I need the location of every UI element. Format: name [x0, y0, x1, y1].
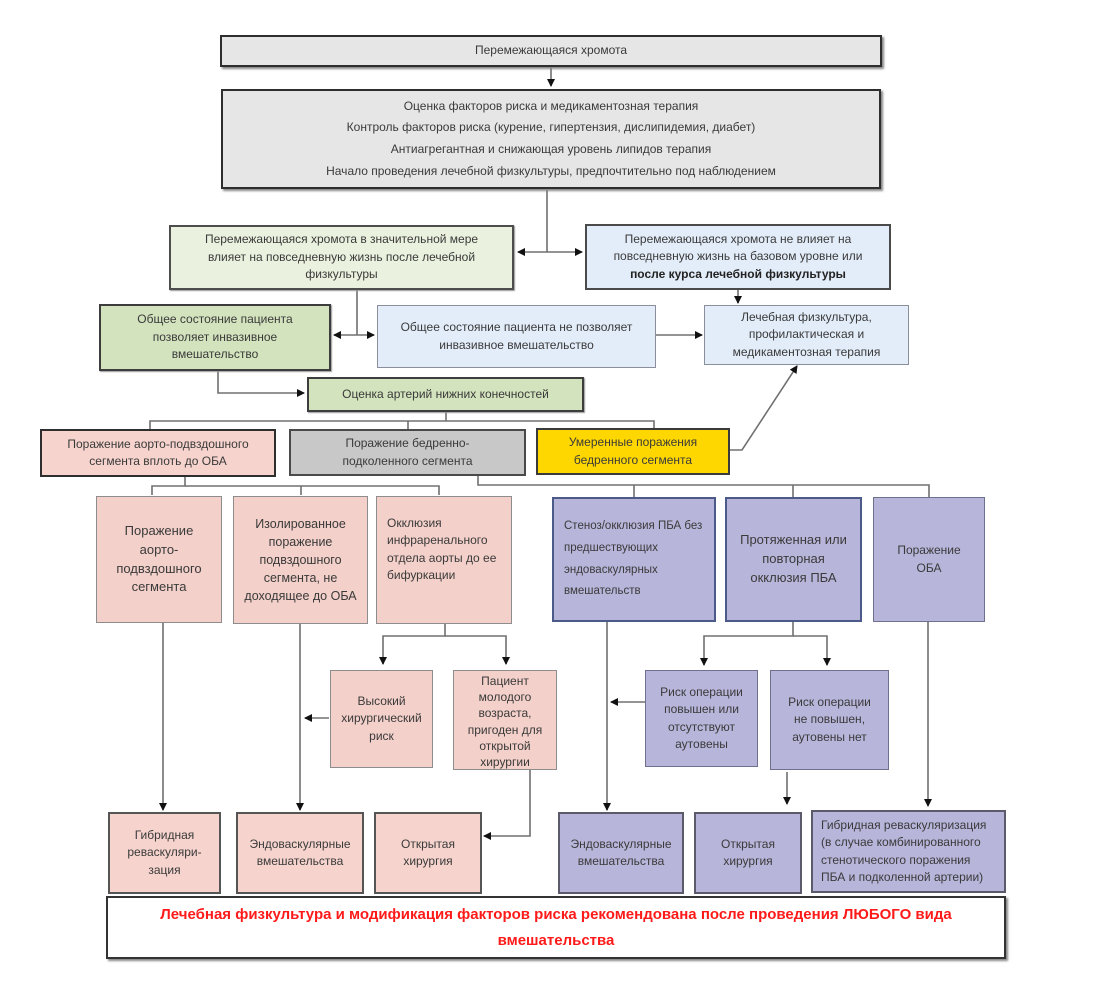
sfa-long-occlusion-box: Протяженная или повторная окклюзия ПБА [725, 497, 862, 622]
assessment-line-2: Контроль факторов риска (курение, гиперт… [346, 120, 756, 135]
femoropopliteal-segment-box: Поражение бедренно-подколенного сегмента [289, 429, 526, 476]
artery-assessment-label: Оценка артерий нижних конечностей [342, 386, 549, 401]
outcome-open-right-box: Открытая хирургия [694, 812, 802, 894]
arrow-moderate-to-conservative [730, 365, 798, 451]
risk-not-high-box: Риск операции не повышен, аутовены нет [770, 670, 889, 770]
sfa-stenosis-box: Стеноз/окклюзия ПБА без предшествующих э… [552, 497, 716, 622]
outcome-endovascular-right-label: Эндоваскулярные вмешательства [570, 836, 672, 868]
risk-high-box: Риск операции повышен или отсутствуют ау… [645, 670, 758, 767]
isolated-iliac-box: Изолированное поражение подвздошного сег… [233, 496, 368, 624]
aortoiliac-segment-label: Поражение аорто-подвздошного сегмента вп… [67, 436, 249, 468]
aortoiliac-lesion-label: Поражение аорто-подвздошного сегмента [116, 522, 202, 595]
sfa-stenosis-label: Стеноз/окклюзия ПБА без предшествующих э… [564, 519, 703, 598]
outcome-open-left-label: Открытая хирургия [401, 836, 455, 868]
outcome-endovascular-left-label: Эндоваскулярные вмешательства [249, 836, 351, 868]
aortoiliac-lesion-box: Поражение аорто-подвздошного сегмента [96, 496, 222, 623]
footer-recommendation-label: Лечебная физкультура и модификация факто… [160, 906, 952, 949]
infrarenal-occlusion-box: Окклюзия инфраренального отдела аорты до… [376, 496, 512, 624]
outcome-endovascular-right-box: Эндоваскулярные вмешательства [558, 812, 684, 894]
connector-segments-bar [149, 420, 655, 431]
cfa-lesion-box: Поражение ОБА [873, 497, 985, 622]
footer-recommendation-box: Лечебная физкультура и модификация факто… [106, 896, 1006, 959]
outcome-open-right-label: Открытая хирургия [721, 836, 775, 868]
conservative-label: Лечебная физкультура, профилактическая и… [732, 309, 881, 359]
isolated-iliac-label: Изолированное поражение подвздошного сег… [244, 516, 357, 604]
outcome-hybrid-right-label: Гибридная реваскуляризация (в случае ком… [821, 817, 987, 884]
femoropopliteal-segment-label: Поражение бедренно-подколенного сегмента [342, 436, 473, 468]
outcome-hybrid-left-label: Гибридная реваскуляри-зация [127, 827, 202, 877]
assessment-line-3: Антиагрегантная и снижающая уровень липи… [390, 142, 712, 156]
invasive-not-allowed-box: Общее состояние пациента не позволяет ин… [377, 305, 656, 368]
invasive-not-allowed-label: Общее состояние пациента не позволяет ин… [400, 320, 633, 352]
connector-infrarenal-split [379, 624, 446, 665]
infrarenal-occlusion-label: Окклюзия инфраренального отдела аорты до… [387, 516, 497, 583]
significant-impact-label: Перемежающаяся хромота в значительной ме… [204, 232, 479, 282]
assessment-box: Оценка факторов риска и медикаментозная … [221, 89, 881, 189]
invasive-allowed-label: Общее состояние пациента позволяет инваз… [137, 312, 293, 362]
young-patient-box: Пациент молодого возраста, пригоден для … [453, 670, 557, 770]
artery-assessment-box: Оценка артерий нижних конечностей [307, 377, 584, 412]
assessment-line-4: Начало проведения лечебной физкультуры, … [326, 163, 776, 178]
outcome-hybrid-left-box: Гибридная реваскуляри-зация [108, 812, 221, 894]
risk-not-high-label: Риск операции не повышен, аутовены нет [788, 694, 871, 744]
moderate-femoral-box: Умеренные поражения бедренного сегмента [536, 428, 730, 475]
significant-impact-box: Перемежающаяся хромота в значительной ме… [169, 225, 514, 290]
moderate-femoral-label: Умеренные поражения бедренного сегмента [568, 435, 698, 467]
cfa-lesion-label: Поражение ОБА [897, 543, 961, 575]
arrow-allowed-to-artery-assessment [217, 370, 305, 397]
connector-femoral-branches [477, 475, 930, 497]
connector-aortoiliac-branches [151, 477, 186, 495]
no-impact-label: Перемежающаяся хромота не влияет на повс… [613, 231, 863, 264]
high-risk-box: Высокий хирургический риск [330, 670, 433, 768]
no-impact-box: Перемежающаяся хромота не влияет на повс… [585, 224, 891, 290]
assessment-line-1: Оценка факторов риска и медикаментозная … [403, 98, 699, 113]
no-impact-bold-label: после курса лечебной физкультуры [630, 266, 846, 281]
young-patient-label: Пациент молодого возраста, пригоден для … [467, 674, 543, 769]
start-label: Перемежающаяся хромота [474, 43, 628, 58]
sfa-long-occlusion-label: Протяженная или повторная окклюзия ПБА [740, 532, 847, 585]
start-box: Перемежающаяся хромота [220, 35, 882, 67]
invasive-allowed-box: Общее состояние пациента позволяет инваз… [99, 304, 331, 371]
outcome-endovascular-left-box: Эндоваскулярные вмешательства [236, 812, 364, 894]
arrow-young-to-open [483, 770, 531, 840]
aortoiliac-segment-box: Поражение аорто-подвздошного сегмента вп… [40, 429, 276, 477]
conservative-box: Лечебная физкультура, профилактическая и… [704, 305, 909, 365]
connector-long-occlusion-split [700, 622, 794, 666]
outcome-hybrid-right-box: Гибридная реваскуляризация (в случае ком… [811, 810, 1006, 893]
risk-high-label: Риск операции повышен или отсутствуют ау… [660, 684, 743, 751]
outcome-open-left-box: Открытая хирургия [374, 812, 482, 894]
high-risk-label: Высокий хирургический риск [341, 693, 422, 743]
